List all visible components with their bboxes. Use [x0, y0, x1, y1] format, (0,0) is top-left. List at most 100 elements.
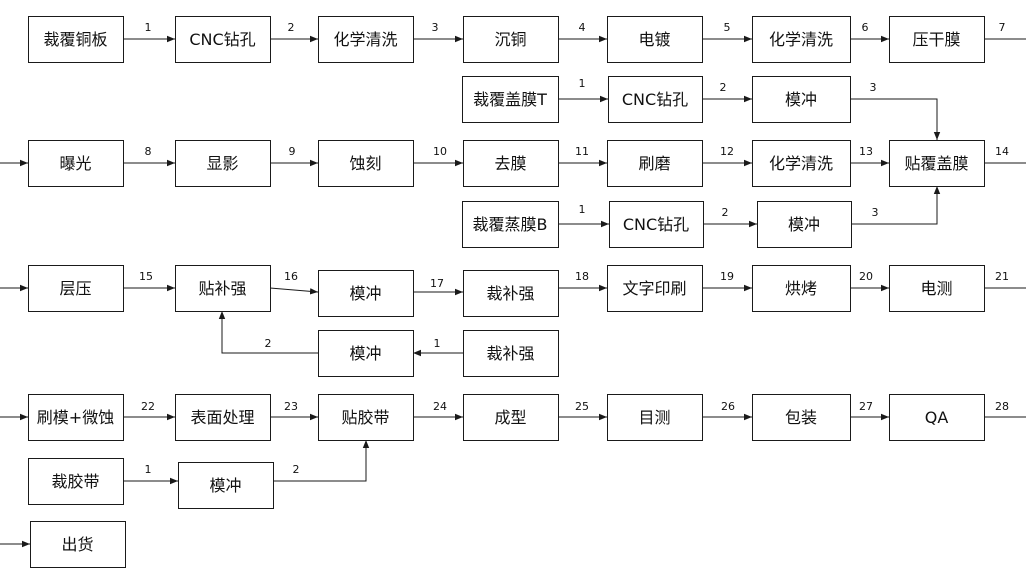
step-number-d2: 2 — [265, 337, 272, 350]
step-number-b1: 1 — [579, 203, 586, 216]
step-label-r1: 曝光 — [59, 154, 91, 173]
step-number-m9: 9 — [289, 145, 296, 158]
step-box-s6-frame — [752, 16, 851, 63]
step-box-s5: 电镀 — [607, 16, 703, 63]
step-box-c5-frame — [607, 265, 703, 312]
step-box-s5-frame — [607, 16, 703, 63]
step-box-s7-frame — [889, 16, 985, 63]
step-box-b2: CNC钻孔 — [609, 201, 704, 248]
step-box-b1: 裁覆蒸膜B — [462, 201, 559, 248]
step-label-r4: 去膜 — [494, 154, 526, 173]
step-number-b2: 2 — [722, 206, 729, 219]
step-box-f2-frame — [178, 462, 274, 509]
step-box-c5: 文字印刷 — [607, 265, 703, 312]
step-label-c1: 层压 — [59, 279, 91, 298]
step-box-c4-frame — [463, 270, 559, 317]
step-number-m27: 27 — [859, 400, 873, 413]
connector-b3 — [851, 186, 941, 225]
step-number-m26: 26 — [721, 400, 735, 413]
step-label-t2: CNC钻孔 — [622, 90, 688, 109]
step-label-d1: 模冲 — [349, 344, 381, 363]
step-number-m14: 14 — [995, 145, 1009, 158]
step-box-r5-frame — [607, 140, 703, 187]
step-box-t3-frame — [752, 76, 851, 123]
step-label-c6: 烘烤 — [785, 279, 817, 298]
step-number-d1: 1 — [434, 337, 441, 350]
step-box-e5-frame — [607, 394, 703, 441]
step-label-c7: 电测 — [920, 279, 952, 298]
step-box-g1: 出货 — [30, 521, 126, 568]
step-label-e3: 贴胶带 — [341, 408, 389, 427]
step-number-f1: 1 — [145, 463, 152, 476]
step-number-m11: 11 — [575, 145, 589, 158]
step-number-m8: 8 — [145, 145, 152, 158]
step-label-c3: 模冲 — [349, 284, 381, 303]
step-number-b3: 3 — [872, 206, 879, 219]
step-number-m6: 6 — [862, 21, 869, 34]
step-box-e2: 表面处理 — [175, 394, 271, 441]
step-box-t2-frame — [608, 76, 703, 123]
step-box-c1-frame — [28, 265, 124, 312]
step-label-b3: 模冲 — [788, 215, 820, 234]
step-box-r4-frame — [463, 140, 559, 187]
step-box-t1-frame — [462, 76, 559, 123]
step-box-s3-frame — [318, 16, 414, 63]
step-box-f2: 模冲 — [178, 462, 274, 509]
step-box-e3: 贴胶带 — [318, 394, 414, 441]
connector-d2 — [218, 311, 318, 354]
step-number-m10: 10 — [433, 145, 447, 158]
connector-f2 — [273, 440, 370, 482]
step-box-e7: QA — [889, 394, 985, 441]
step-box-r6: 化学清洗 — [752, 140, 851, 187]
step-number-m7: 7 — [999, 21, 1006, 34]
step-box-c3-frame — [318, 270, 414, 317]
step-label-b1: 裁覆蒸膜B — [473, 215, 548, 234]
step-label-c2: 贴补强 — [198, 279, 246, 298]
step-box-d2: 裁补强 — [463, 330, 559, 377]
step-label-s4: 沉铜 — [494, 30, 526, 49]
step-label-t3: 模冲 — [785, 90, 817, 109]
step-box-e6-frame — [752, 394, 851, 441]
step-box-e2-frame — [175, 394, 271, 441]
step-number-m13: 13 — [859, 145, 873, 158]
step-box-d1-frame — [318, 330, 414, 377]
step-box-e1: 刷模+微蚀 — [28, 394, 124, 441]
step-box-s1: 裁覆铜板 — [28, 16, 124, 63]
step-number-m21: 21 — [995, 270, 1009, 283]
step-box-b3-frame — [757, 201, 852, 248]
step-box-f1-frame — [28, 458, 124, 505]
step-number-f2: 2 — [293, 463, 300, 476]
step-label-r2: 显影 — [206, 154, 238, 173]
step-number-m24: 24 — [433, 400, 447, 413]
step-box-e6: 包装 — [752, 394, 851, 441]
step-number-m1: 1 — [145, 21, 152, 34]
step-box-b2-frame — [609, 201, 704, 248]
step-number-m17: 17 — [430, 277, 444, 290]
step-box-r1: 曝光 — [28, 140, 124, 187]
step-label-s3: 化学清洗 — [333, 30, 397, 49]
step-number-m18: 18 — [575, 270, 589, 283]
step-box-r2: 显影 — [175, 140, 271, 187]
step-box-d1: 模冲 — [318, 330, 414, 377]
step-label-r5: 刷磨 — [638, 154, 670, 173]
connector-m16 — [269, 287, 319, 295]
step-number-m20: 20 — [859, 270, 873, 283]
step-box-e1-frame — [28, 394, 124, 441]
step-number-m28: 28 — [995, 400, 1009, 413]
step-box-e7-frame — [889, 394, 985, 441]
step-label-e5: 目测 — [638, 408, 670, 427]
step-label-s6: 化学清洗 — [769, 30, 833, 49]
step-label-s2: CNC钻孔 — [189, 30, 255, 49]
step-box-s6: 化学清洗 — [752, 16, 851, 63]
step-number-m3: 3 — [432, 21, 439, 34]
step-box-r1-frame — [28, 140, 124, 187]
step-label-e1: 刷模+微蚀 — [37, 408, 114, 427]
step-box-d2-frame — [463, 330, 559, 377]
step-box-c7-frame — [889, 265, 985, 312]
connector-lines — [0, 35, 1026, 548]
step-box-r3: 蚀刻 — [318, 140, 414, 187]
step-box-t3: 模冲 — [752, 76, 851, 123]
step-label-d2: 裁补强 — [486, 344, 534, 363]
